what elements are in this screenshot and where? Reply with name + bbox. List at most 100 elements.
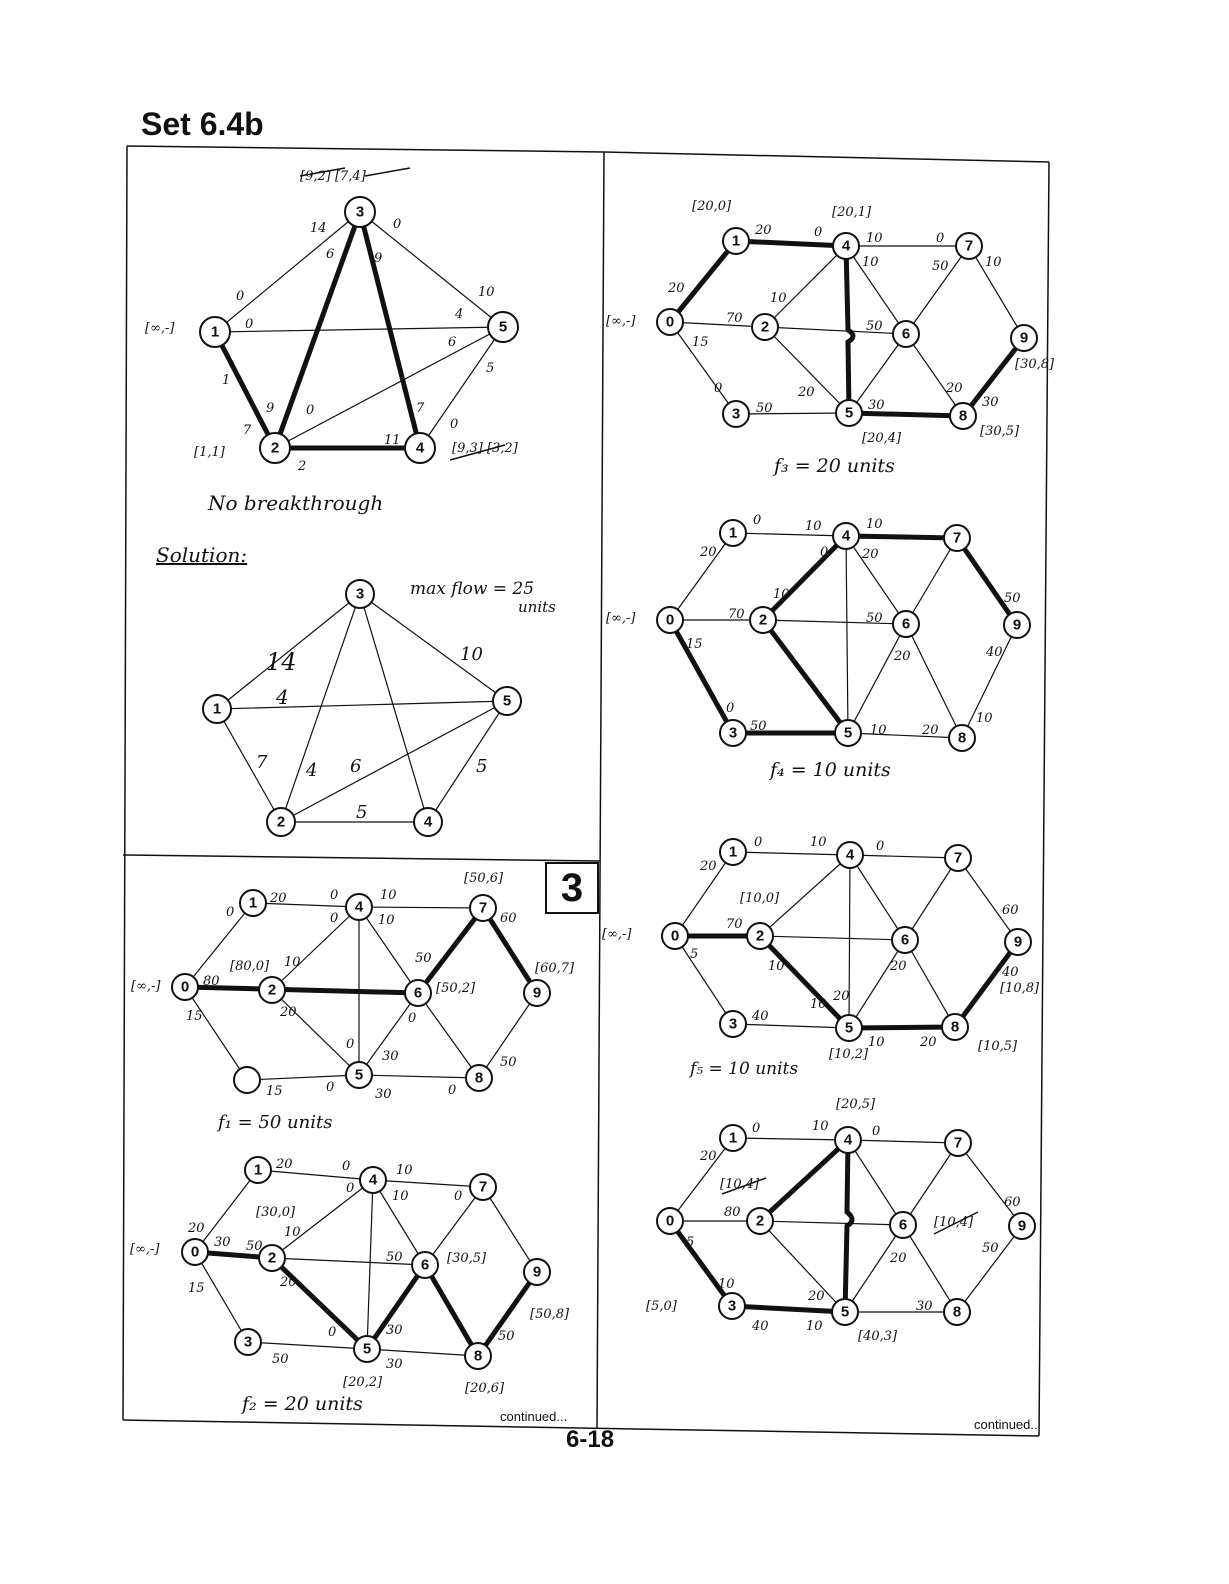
label-text: 10 <box>866 231 883 246</box>
label-text: 30 <box>375 1087 392 1102</box>
label-text: 50 <box>498 1329 515 1344</box>
f5-node-7: 7 <box>954 850 962 867</box>
label-text: 40 <box>985 645 1003 660</box>
graph-edge <box>850 855 958 858</box>
f1-node-7: 7 <box>479 900 487 917</box>
network-f4: 0 1 2 3 4 5 6 7 8 9 [∞,-] 0 20 10 0 10 2… <box>606 513 1030 781</box>
label-text: 0 <box>330 888 338 903</box>
f6-node-8: 8 <box>953 1304 961 1321</box>
graph-edge <box>848 624 906 733</box>
label-text: 0 <box>714 381 722 396</box>
label-text: 10 <box>976 711 993 726</box>
label-text: 6 <box>326 247 334 262</box>
node-3: 3 <box>356 204 364 221</box>
label-text: 50 <box>1004 591 1021 606</box>
label-text: 0 <box>330 911 338 926</box>
graph-edge <box>123 855 600 861</box>
graph-edge <box>670 1221 732 1306</box>
graph-edge <box>253 903 359 907</box>
label-text: 10 <box>380 888 397 903</box>
label-text: 20 <box>889 1251 907 1266</box>
graph-edge <box>760 1140 848 1221</box>
graph-edge <box>733 533 846 536</box>
tag-node-3: [9,2] [7,4] <box>300 169 367 184</box>
graph-edge <box>957 538 1017 625</box>
f2-node-0: 0 <box>191 1244 199 1261</box>
network-solution: Solution: max flow = 25 units 1 2 3 4 5 … <box>156 543 556 836</box>
graph-edge <box>905 940 955 1027</box>
f3-node-9: 9 <box>1020 330 1028 347</box>
label-text: 0 <box>236 289 244 304</box>
label-text: [50,6] <box>464 871 504 886</box>
label-text: 20 <box>945 381 963 396</box>
graph-edge <box>733 1138 848 1140</box>
graph-edge <box>958 1143 1022 1226</box>
graph-edge <box>760 936 905 940</box>
f2-node-7: 7 <box>479 1179 487 1196</box>
f6-node-3: 3 <box>728 1298 736 1315</box>
label-text: 20 <box>807 1289 825 1304</box>
f6-node-1: 1 <box>729 1130 737 1147</box>
label-text: 4 <box>275 685 289 709</box>
graph-edge <box>848 1140 903 1225</box>
graph-edge <box>958 858 1018 942</box>
graph-edge <box>765 246 846 327</box>
graph-edge <box>604 152 1049 162</box>
label-text: [20,1] <box>832 205 872 220</box>
label-text: 0 <box>346 1181 354 1196</box>
network-f2: 0 1 2 3 4 5 6 7 8 9 [30,0] [30,5] [50,8]… <box>130 1157 570 1415</box>
graph-edge <box>846 536 957 538</box>
graph-edge <box>247 1075 359 1080</box>
label-text: [∞,-] <box>131 979 161 994</box>
graph-edge <box>760 1221 845 1312</box>
label-text: 20 <box>699 859 717 874</box>
label-text: 5 <box>476 756 487 777</box>
label-text: [∞,-] <box>606 611 636 626</box>
tag-node-2: [1,1] <box>194 445 226 460</box>
label-text: 7 <box>416 401 425 416</box>
label-text: 10 <box>478 285 495 300</box>
label-text: 30 <box>382 1049 399 1064</box>
graph-edge <box>123 1420 1039 1436</box>
f3-node-7: 7 <box>965 238 973 255</box>
label-text: 1 <box>222 373 230 388</box>
f4-node-5: 5 <box>844 725 852 742</box>
label-text: 20 <box>919 1035 937 1050</box>
label-text: 10 <box>985 255 1002 270</box>
graph-edge <box>733 1024 849 1028</box>
graph-edge <box>428 701 507 822</box>
label-text: 15 <box>266 1084 283 1099</box>
label-text: [50,2] <box>436 981 476 996</box>
label-text: 5 <box>686 1235 694 1250</box>
network-no-breakthrough: 1 2 3 4 5 [∞,-] [1,1] [9,2] [7,4] [9,3] … <box>145 168 519 515</box>
label-text: 40 <box>751 1319 769 1334</box>
label-text: 10 <box>868 1035 885 1050</box>
graph-edge <box>763 536 846 620</box>
f4-node-7: 7 <box>953 530 961 547</box>
f5-label: f₅ = 10 units <box>688 1059 798 1079</box>
label-text: 0 <box>450 417 458 432</box>
label-text: 70 <box>726 311 743 326</box>
label-text: [30,0] <box>256 1205 296 1220</box>
label-text: 0 <box>820 545 828 560</box>
f1-node-1: 1 <box>249 895 257 912</box>
f4-node-1: 1 <box>729 525 737 542</box>
label-text: 9 <box>266 401 274 416</box>
f6-node-6: 6 <box>899 1217 907 1234</box>
label-text: 20 <box>279 1275 297 1290</box>
label-text: 20 <box>667 281 685 296</box>
graph-edge <box>425 1265 478 1356</box>
label-text: 0 <box>408 1011 416 1026</box>
label-text: 0 <box>814 225 822 240</box>
f2-node-5: 5 <box>363 1341 371 1358</box>
label-text: [20,6] <box>465 1381 505 1396</box>
label-text: 20 <box>832 989 850 1004</box>
label-text: 0 <box>346 1037 354 1052</box>
f1-node-9: 9 <box>533 985 541 1002</box>
graph-edge <box>846 536 848 733</box>
graph-edge <box>418 993 479 1078</box>
label-text: 10 <box>805 519 822 534</box>
label-text: 10 <box>862 255 879 270</box>
f5-node-4: 4 <box>846 847 855 864</box>
